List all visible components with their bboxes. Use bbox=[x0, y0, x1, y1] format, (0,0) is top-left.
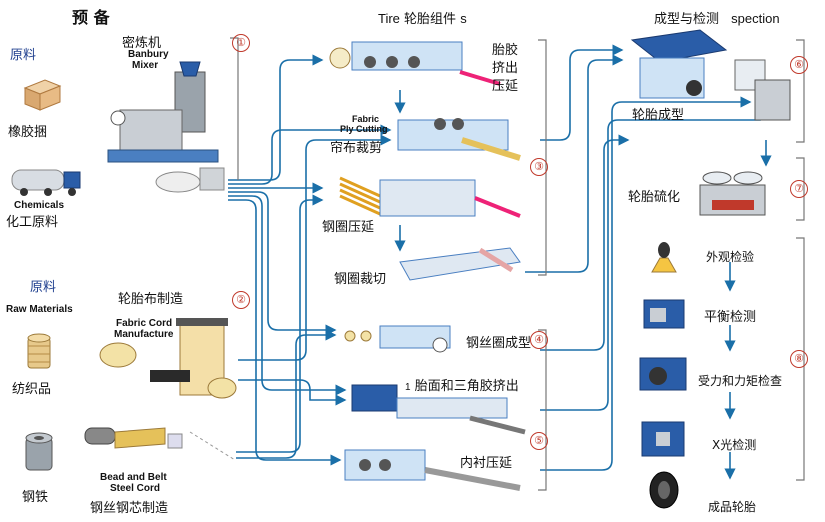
finished-tire-illustration bbox=[649, 471, 679, 509]
finished-tire-label: 成品轮胎 bbox=[708, 500, 757, 514]
bead-cn-label: 钢丝钢芯制造 bbox=[90, 501, 169, 516]
textile-spool-icon bbox=[27, 333, 51, 369]
arrow-tread-building bbox=[540, 106, 766, 411]
step-number-1: ① bbox=[232, 34, 250, 52]
ply-cn-label: 帘布裁剪 bbox=[330, 141, 383, 156]
balance-inspection-label: 平衡检测 bbox=[704, 310, 757, 325]
extrude-label-2: 挤出 bbox=[492, 61, 519, 76]
raw-materials-label-2: 原料 bbox=[30, 280, 57, 295]
step-number-7: ⑦ bbox=[790, 180, 808, 198]
arrow-liner-building bbox=[540, 96, 752, 471]
bracket-building bbox=[796, 39, 805, 143]
arrow-cut-building bbox=[525, 54, 624, 273]
banbury-mixer-illustration bbox=[107, 61, 225, 193]
curing-press-illustration bbox=[699, 171, 766, 216]
prep-title: 预 备 bbox=[72, 8, 110, 27]
xray-inspection-illustration bbox=[641, 421, 685, 457]
steel-coil-icon bbox=[25, 432, 53, 471]
arrow-bead-building bbox=[540, 134, 630, 351]
fabric-cord-illustration bbox=[99, 318, 237, 399]
arrow-steelcord-calender bbox=[236, 194, 324, 453]
force-inspection-illustration bbox=[639, 357, 687, 391]
tread-label-prefix: 1 bbox=[405, 382, 411, 393]
bead-en-label-2: Steel Cord bbox=[110, 483, 161, 494]
steel-cutting-illustration bbox=[399, 247, 521, 281]
extrude-label: 胎胶 挤出 压延 bbox=[492, 42, 518, 96]
components-title-cn: 轮胎组件 bbox=[404, 12, 457, 27]
steel-label: 钢铁 bbox=[22, 490, 49, 505]
steel-cord-illustration bbox=[84, 427, 236, 461]
raw-materials-label-1: 原料 bbox=[10, 48, 37, 63]
bead-forming-illustration bbox=[344, 325, 451, 353]
steel-calender-illustration bbox=[339, 176, 521, 218]
inner-liner-illustration bbox=[344, 449, 521, 491]
extrude-label-1: 胎胶 bbox=[492, 43, 519, 58]
arrow-ply-building bbox=[540, 44, 624, 141]
chemicals-en-label: Chemicals bbox=[14, 200, 65, 211]
chemical-truck-icon bbox=[11, 169, 81, 196]
mixer-en-label-2: Mixer bbox=[132, 60, 159, 71]
step-number-5: ⑤ bbox=[530, 432, 548, 450]
balance-inspection-illustration bbox=[643, 299, 685, 329]
extrude-label-3: 压延 bbox=[492, 79, 519, 94]
fabric-en-label-1: Fabric Cord bbox=[116, 318, 173, 329]
rubber-bale-icon bbox=[23, 79, 62, 111]
xray-inspection-label: X光检测 bbox=[712, 438, 757, 452]
mixer-en-label-1: Banbury bbox=[128, 49, 169, 60]
extrusion-calender-illustration bbox=[329, 41, 501, 86]
textiles-label: 纺织品 bbox=[12, 382, 52, 397]
raw-materials-en-label: Raw Materials bbox=[6, 304, 73, 315]
bead-en-label-1: Bead and Belt bbox=[100, 472, 167, 483]
components-title: Tire 轮胎组件 s bbox=[378, 8, 467, 27]
building-label: 轮胎成型 bbox=[632, 108, 685, 123]
fabric-en-label-2: Manufacture bbox=[114, 329, 174, 340]
forming-title-cn: 成型与检测 bbox=[654, 12, 720, 27]
arrow-mixer-tread bbox=[228, 195, 347, 396]
step-number-8: ⑧ bbox=[790, 350, 808, 368]
liner-label: 内衬压延 bbox=[460, 456, 513, 471]
arrow-steelcord-bead bbox=[236, 329, 337, 459]
steel-cut-label: 钢圈裁切 bbox=[334, 272, 387, 287]
forming-title-en: spection bbox=[731, 11, 780, 26]
components-title-en-1: Tire bbox=[378, 11, 400, 26]
tread-label: 1 胎面和三角胶挤出 bbox=[405, 375, 519, 394]
bead-form-label: 钢丝圈成型 bbox=[466, 336, 532, 351]
tread-extruder-illustration bbox=[351, 384, 526, 435]
ply-en-label-2: Ply Cutting bbox=[340, 124, 388, 134]
force-inspection-label: 受力和力矩检查 bbox=[698, 374, 783, 388]
bracket-components-top bbox=[538, 39, 547, 276]
step-number-2: ② bbox=[232, 291, 250, 309]
visual-inspection-label: 外观检验 bbox=[706, 250, 755, 264]
ply-en-label-1: Fabric bbox=[352, 114, 380, 124]
ply-cutting-illustration bbox=[397, 118, 521, 161]
visual-inspection-illustration bbox=[651, 242, 677, 273]
rubber-bale-label: 橡胶捆 bbox=[8, 125, 48, 140]
step-number-3: ③ bbox=[530, 158, 548, 176]
components-title-en-2: s bbox=[460, 11, 467, 26]
arrow-mixer-bead bbox=[228, 191, 337, 336]
tire-building-illustration bbox=[630, 29, 791, 121]
bracket-prep bbox=[230, 37, 239, 180]
step-number-4: ④ bbox=[530, 331, 548, 349]
arrow-mixer-extrude bbox=[228, 54, 324, 181]
tread-label-text: 胎面和三角胶挤出 bbox=[414, 379, 519, 394]
step-number-6: ⑥ bbox=[790, 56, 808, 74]
arrow-mixer-ply bbox=[228, 124, 392, 185]
chemicals-cn-label: 化工原料 bbox=[6, 215, 59, 230]
curing-label: 轮胎硫化 bbox=[628, 190, 681, 205]
forming-title: 成型与检测 spection bbox=[654, 8, 780, 27]
steel-calender-label: 钢圈压延 bbox=[322, 220, 375, 235]
fabric-cn-label: 轮胎布制造 bbox=[118, 292, 184, 307]
mixer-cn-label: 密炼机 bbox=[122, 36, 162, 51]
arrow-fabric-ply bbox=[238, 134, 392, 361]
arrow-mixer-liner bbox=[228, 199, 342, 466]
bracket-components-bottom bbox=[538, 329, 547, 491]
